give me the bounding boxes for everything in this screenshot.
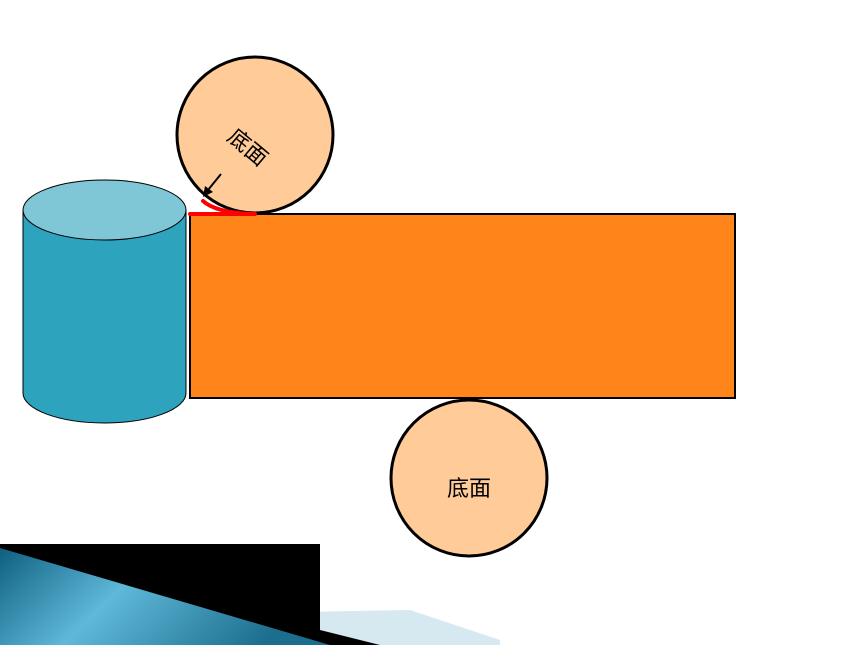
corner-blue-wedge [0,548,330,645]
lateral-surface-rectangle [189,213,736,399]
arrow-pointer [203,173,222,197]
corner-light-stripe [300,610,500,645]
bottom-base-circle: 底面 [389,398,549,558]
highlight-arc [188,199,257,216]
bottom-circle-shape [389,398,549,558]
corner-decoration [0,544,500,645]
top-circle-shape [175,55,335,215]
top-base-circle: 底面 [175,55,335,215]
bottom-circle-label: 底面 [447,477,491,502]
cylinder [22,179,187,424]
cylinder-top [22,179,187,241]
cylinder-body [22,209,187,424]
